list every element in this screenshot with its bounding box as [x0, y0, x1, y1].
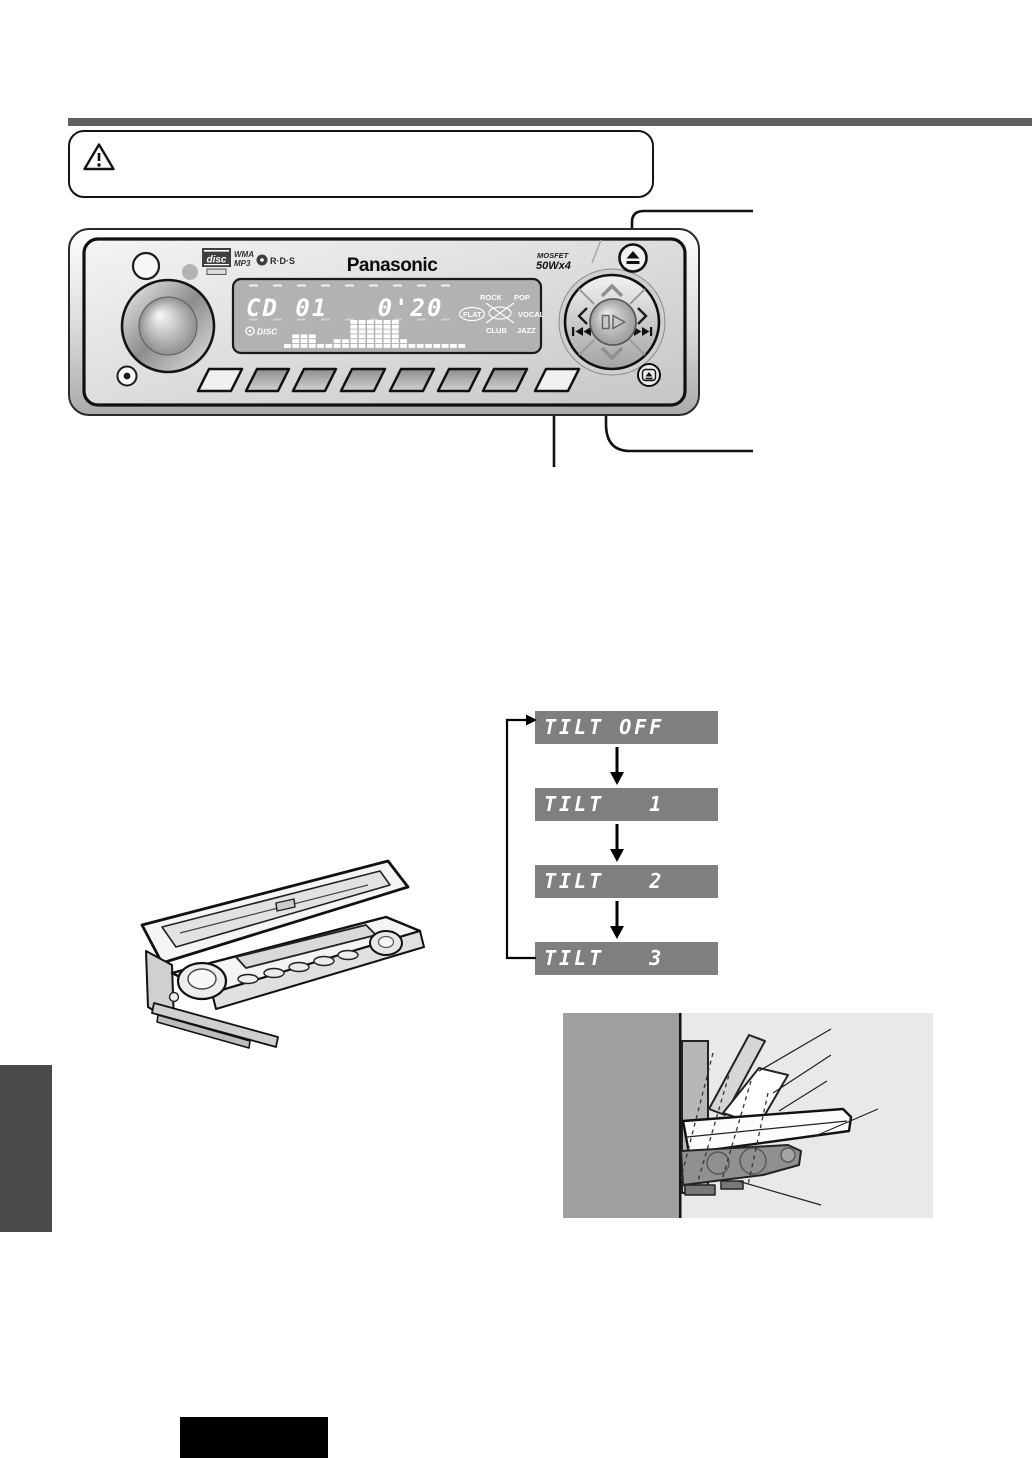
- callout-line-seek-buttons: [604, 399, 753, 453]
- tune-up-icon: [637, 307, 648, 325]
- tilt-ghost-lines: [680, 1052, 769, 1186]
- cd-logo-text: disc: [206, 255, 226, 266]
- faceplate-release-icon: [641, 368, 657, 382]
- disc-icon: [245, 326, 255, 336]
- sq-club: CLUB: [486, 326, 507, 335]
- play-icon: [612, 314, 627, 330]
- next-track-icon: [634, 327, 653, 336]
- preset-button-6: [436, 367, 482, 393]
- tilt-screen-2: TILT 2: [535, 865, 718, 898]
- flow-loop-back-arrow: [505, 714, 537, 960]
- preset-button-row: [196, 367, 581, 393]
- preset-button-2: [244, 367, 291, 393]
- sq-selector-cross: [485, 302, 515, 324]
- cd-logo-sub-box: [206, 268, 227, 275]
- pause-icon: [601, 314, 610, 330]
- flow-arrow-down-3: [610, 901, 624, 939]
- rds-disc-hole: [260, 258, 264, 262]
- power-rating-badge: 50Wx4: [536, 260, 571, 272]
- eject-icon: [626, 251, 640, 264]
- power-button: [131, 251, 161, 281]
- chevron-up-icon: [600, 283, 624, 298]
- brand-logo: Panasonic: [347, 255, 438, 276]
- mp3-badge: MP3: [234, 259, 251, 268]
- side-index-tab: [0, 1065, 52, 1232]
- sq-jazz: JAZZ: [517, 326, 536, 335]
- tune-down-icon: [577, 307, 588, 325]
- sq-flat: FLAT: [463, 310, 482, 319]
- preset-button-5: [388, 367, 436, 393]
- band-button: [533, 367, 581, 393]
- callout-line-eject: [630, 209, 753, 250]
- preset-button-1: [196, 367, 244, 393]
- head-unit-illustration: disc WMA MP3 R·D·S Panasonic MOSFET 50Wx…: [68, 209, 753, 467]
- section-divider-bar: [68, 118, 1032, 126]
- tilt-screen-1: TILT 1: [535, 788, 718, 821]
- spectrum-analyzer: [284, 320, 466, 348]
- volume-knob-cap: [138, 296, 198, 356]
- tilt-sideview-diagram: [563, 1013, 933, 1218]
- flow-arrow-down-1: [610, 747, 624, 785]
- tilt-screen-off: TILT OFF: [535, 711, 718, 744]
- sq-rock: ROCK: [480, 293, 503, 302]
- display-panel: CD 01 0'20 ROCK POP FLAT VOCAL CLUB JAZZ…: [231, 277, 545, 355]
- tilted-faceplate-illustration: [140, 859, 425, 1049]
- disc-indicator: DISC: [257, 327, 278, 337]
- mosfet-badge: MOSFET: [537, 251, 570, 260]
- wma-badge: WMA: [234, 250, 254, 259]
- tilt-screen-3: TILT 3: [535, 942, 718, 975]
- sq-selector-oval: [488, 306, 512, 320]
- flow-arrow-down-2: [610, 824, 624, 862]
- page-footer-box: [180, 1417, 328, 1458]
- tilt-callout-lines: [737, 1028, 879, 1206]
- sq-pop: POP: [514, 293, 530, 302]
- caution-box: [68, 130, 654, 198]
- preset-button-7: [481, 367, 529, 393]
- sq-button-dot: [123, 372, 131, 380]
- preset-button-4: [339, 367, 387, 393]
- badges: disc WMA MP3 R·D·S Panasonic MOSFET 50Wx…: [202, 248, 571, 276]
- sq-preset-labels: ROCK POP FLAT VOCAL CLUB JAZZ: [458, 293, 545, 335]
- cd-logo-bottomline: [204, 264, 229, 266]
- sq-vocal: VOCAL: [518, 310, 545, 319]
- previous-track-icon: [572, 327, 591, 336]
- cursor-pad: [558, 268, 666, 376]
- rds-badge: R·D·S: [270, 256, 295, 266]
- compact-disc-logo: [202, 248, 231, 267]
- cd-logo-topline: [204, 250, 229, 252]
- lcd-main-readout: CD 01 0'20: [246, 294, 443, 322]
- faceplate-seam: [591, 239, 602, 264]
- chevron-down-icon: [600, 346, 624, 361]
- warning-triangle-icon: [83, 143, 115, 171]
- disc-icon-dot: [248, 329, 252, 333]
- cursor-pad-separators: [578, 288, 646, 356]
- sq-flat-oval: [458, 306, 486, 322]
- preset-button-3: [291, 367, 338, 393]
- sensor-dot: [182, 264, 198, 280]
